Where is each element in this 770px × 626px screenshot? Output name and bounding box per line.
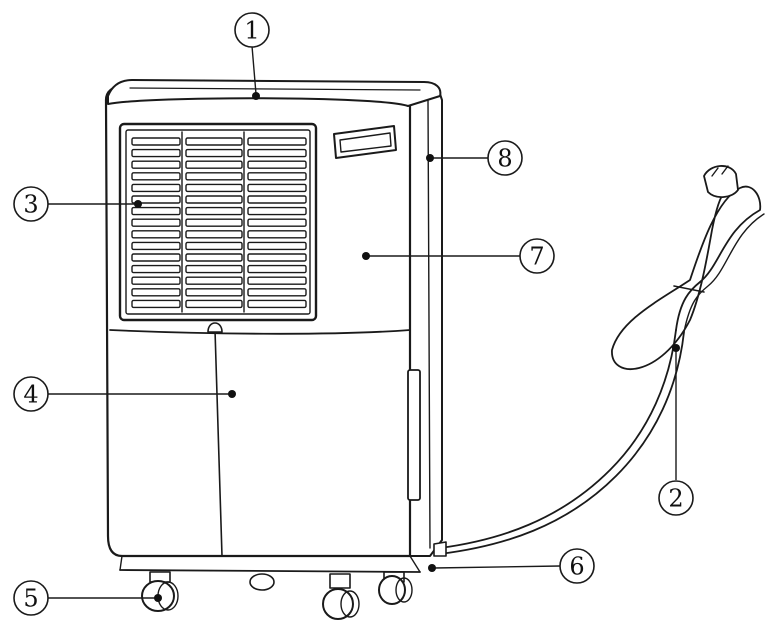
svg-text:4: 4 (23, 381, 38, 409)
svg-text:5: 5 (23, 585, 38, 613)
grille-slat (185, 276, 243, 285)
top-lid (107, 79, 442, 107)
callout-6: 6 (559, 548, 595, 584)
grille-slat (185, 206, 243, 216)
callout-2: 2 (658, 480, 694, 516)
callout-8: 8 (487, 140, 523, 176)
callout-5: 5 (13, 580, 49, 616)
grille-slat (247, 172, 307, 181)
callout-4: 4 (13, 376, 49, 412)
grille-slat (131, 288, 181, 297)
svg-text:1: 1 (244, 17, 259, 45)
grille-slat (131, 137, 181, 146)
grille-slat (185, 253, 243, 262)
grille-slat (247, 299, 307, 309)
grille-slat (247, 218, 307, 227)
svg-text:8: 8 (497, 145, 512, 173)
latch (207, 322, 223, 333)
grille-slat (247, 195, 307, 204)
caster-rear-left (249, 573, 275, 591)
grille-slat (131, 299, 181, 309)
water-level-window (407, 369, 421, 501)
grille-slat (247, 264, 307, 274)
svg-text:2: 2 (668, 485, 683, 513)
svg-text:3: 3 (23, 191, 38, 219)
carry-handle (333, 125, 397, 159)
grille-slat (185, 148, 243, 158)
leader-lines (48, 45, 680, 602)
grille-slat (131, 172, 181, 181)
grille-slat (131, 183, 181, 193)
caster-front-left (141, 571, 179, 612)
grille-slat (185, 241, 243, 251)
grille-slat (185, 195, 243, 204)
air-grille (118, 122, 318, 322)
grille-slat (131, 218, 181, 227)
grille-slat (131, 241, 181, 251)
grille-slat (185, 172, 243, 181)
svg-text:7: 7 (529, 243, 544, 271)
caster-front-right (322, 573, 360, 620)
grille-slat (185, 137, 243, 146)
grille-slat (247, 253, 307, 262)
grille-slat (247, 206, 307, 216)
grille-slat (185, 218, 243, 227)
casters (141, 571, 413, 620)
grille-slat (131, 230, 181, 239)
grille-slat (185, 264, 243, 274)
callout-3: 3 (13, 186, 49, 222)
grille-slat (247, 137, 307, 146)
grille-slat (247, 183, 307, 193)
grille-slat (131, 195, 181, 204)
grille-slat (131, 206, 181, 216)
grille-slat (131, 148, 181, 158)
plug-icon (703, 165, 739, 198)
grille-slat (185, 160, 243, 169)
body-seam (109, 329, 411, 335)
callout-7: 7 (519, 238, 555, 274)
grille-slat (185, 299, 243, 309)
grille-slat (185, 183, 243, 193)
grille-slat (247, 288, 307, 297)
grille-slat (131, 160, 181, 169)
grille-slat (247, 241, 307, 251)
grille-slat (247, 230, 307, 239)
grille-slat (247, 160, 307, 169)
caster-rear-right (378, 571, 413, 605)
grille-slat (131, 276, 181, 285)
grille-slat (131, 264, 181, 274)
callout-1: 1 (234, 12, 270, 48)
grille-slat (247, 148, 307, 158)
grille-slat (247, 276, 307, 285)
power-cord (433, 165, 765, 557)
tank-seam (214, 329, 223, 557)
grille-slat (185, 288, 243, 297)
svg-text:6: 6 (569, 553, 584, 581)
grille-slat (131, 253, 181, 262)
grille-slat (185, 230, 243, 239)
